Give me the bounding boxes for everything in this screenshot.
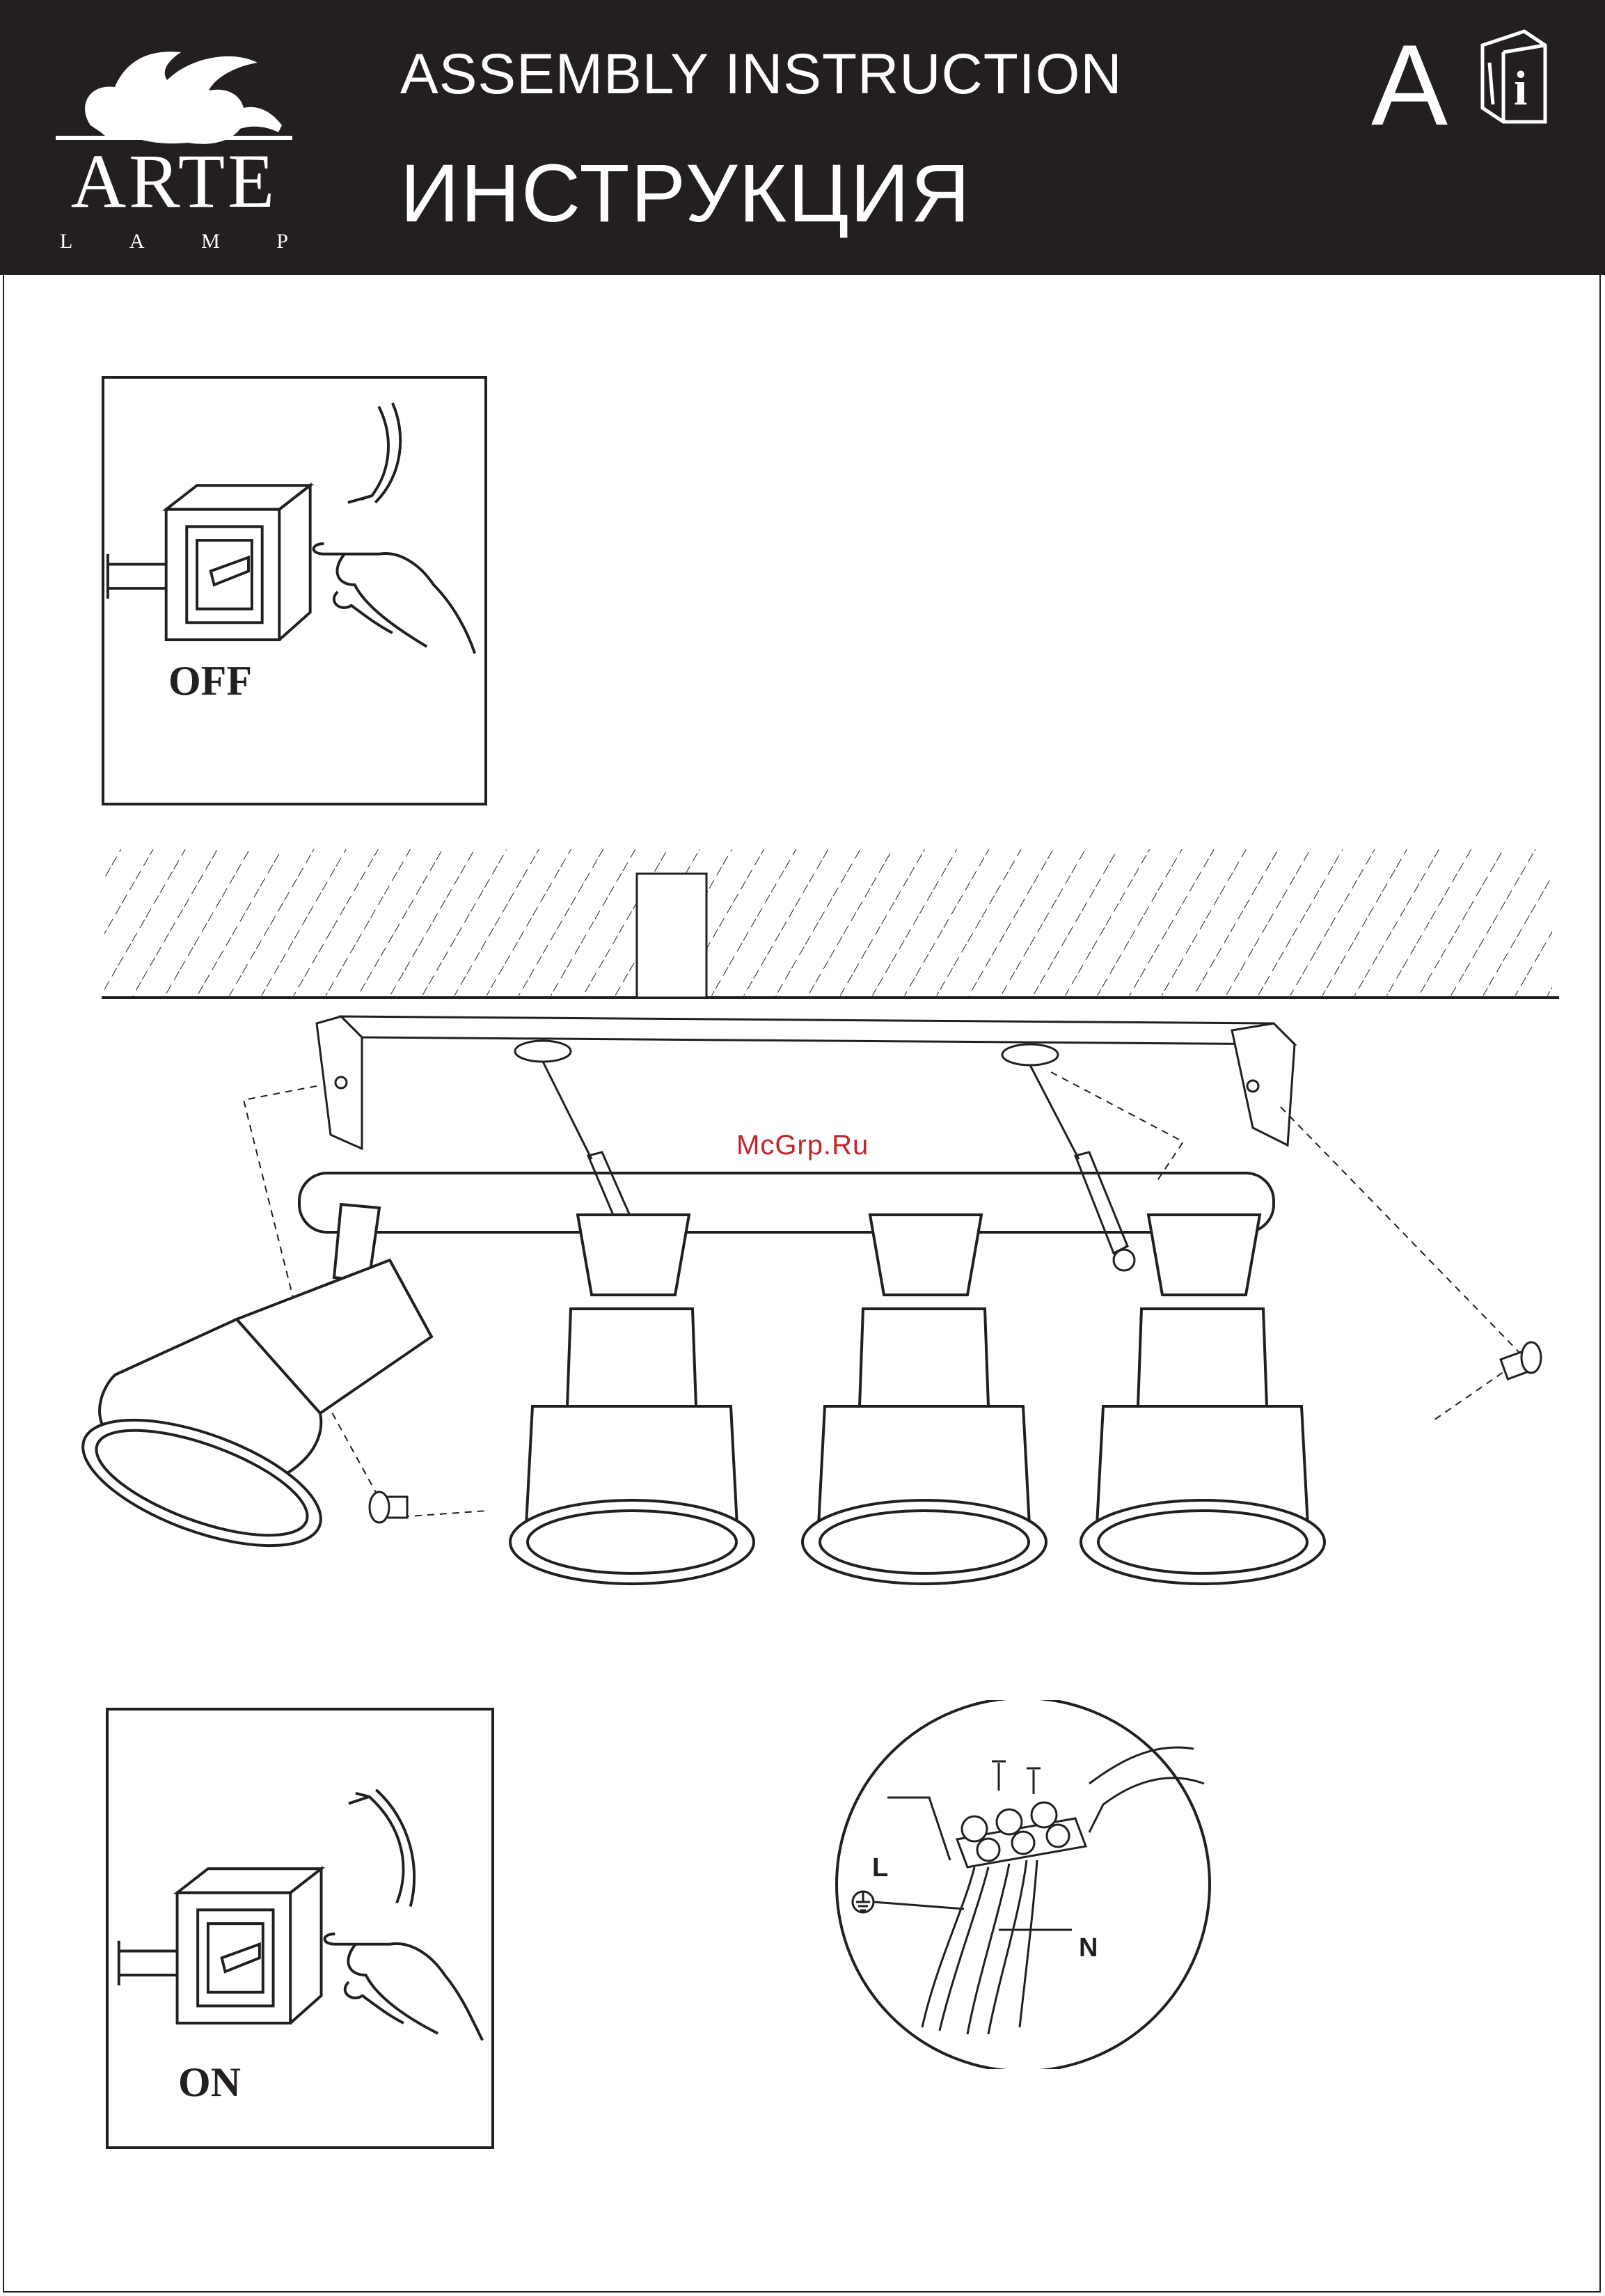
svg-text:i: i xyxy=(1514,62,1527,116)
brand-subtitle: L A M P xyxy=(56,230,292,253)
switch-on-illustration xyxy=(109,1711,491,2146)
wiring-detail xyxy=(825,1700,1221,2069)
spot-center-right xyxy=(802,1215,1046,1584)
language-letter: A xyxy=(1371,28,1448,143)
live-wire-label: L xyxy=(872,1853,888,1883)
manual-info-icon: i xyxy=(1476,24,1552,129)
spot-right xyxy=(1081,1215,1325,1584)
brand-sub-letter: M xyxy=(201,230,220,253)
watermark: McGrp.Ru xyxy=(736,1130,869,1161)
on-label: ON xyxy=(178,2059,241,2107)
spot-center-left xyxy=(510,1215,754,1584)
fixture-base xyxy=(299,1173,1274,1232)
brand-sub-letter: L xyxy=(60,230,72,253)
loose-screw-left xyxy=(370,1492,407,1523)
power-off-panel: OFF xyxy=(102,376,487,805)
ceiling xyxy=(102,849,1559,998)
neutral-wire-label: N xyxy=(1079,1933,1098,1963)
header-bar: ARTE L A M P ASSEMBLY INSTRUCTION ИНСТРУ… xyxy=(0,0,1605,275)
title-english: ASSEMBLY INSTRUCTION xyxy=(400,42,1123,107)
brand-name: ARTE xyxy=(56,143,292,219)
brand-sub-letter: A xyxy=(129,230,145,253)
mounting-bracket xyxy=(317,1016,1295,1149)
brand-sub-letter: P xyxy=(276,230,288,253)
loose-screw-right xyxy=(1501,1342,1541,1379)
off-label: OFF xyxy=(168,657,252,705)
screw-right xyxy=(1030,1065,1134,1271)
fixture-mounting-diagram xyxy=(0,821,1605,1657)
power-on-panel: ON xyxy=(106,1708,494,2149)
title-russian: ИНСТРУКЦИЯ xyxy=(400,146,972,241)
switch-off-illustration xyxy=(104,379,484,803)
